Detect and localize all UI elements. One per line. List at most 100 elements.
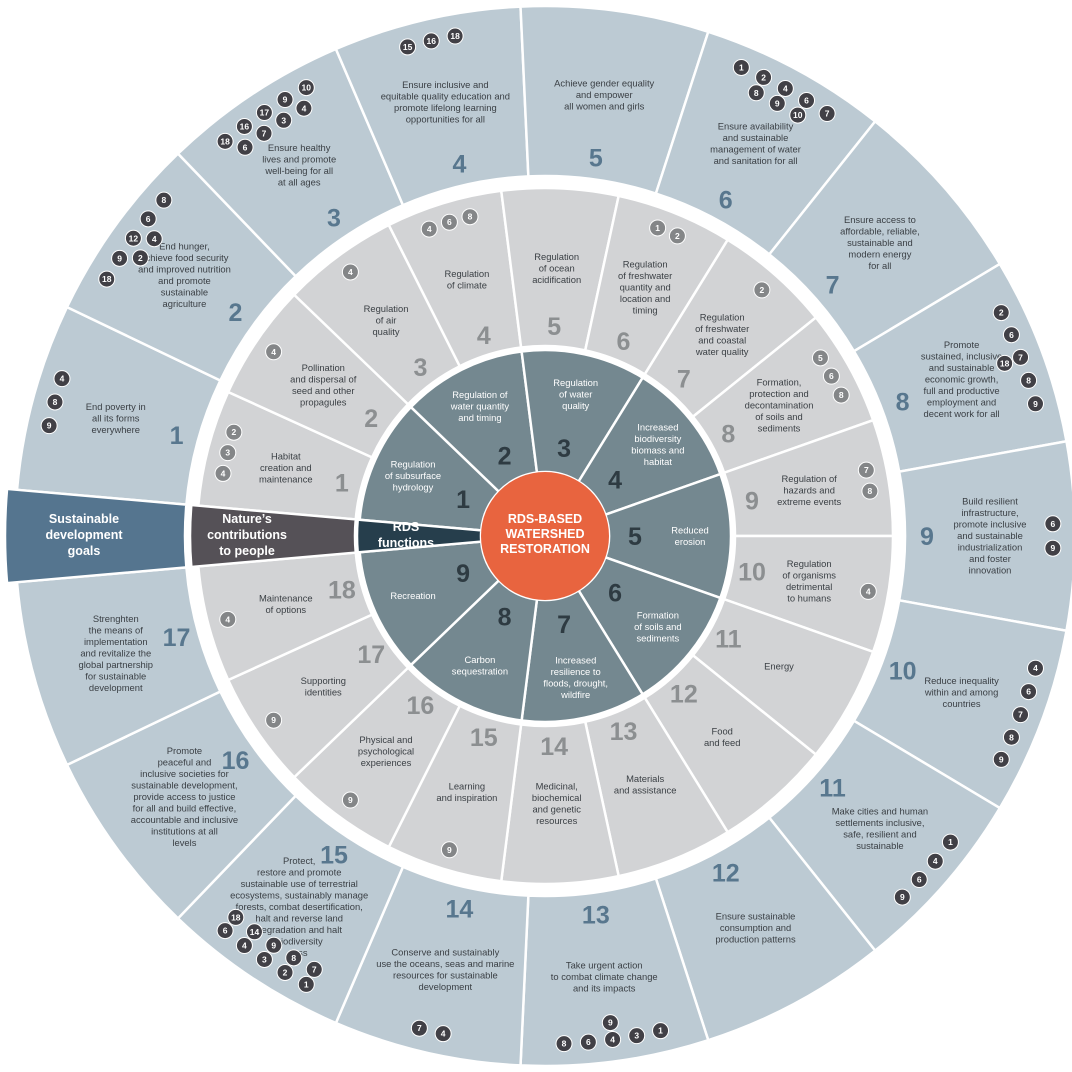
reference-badge-circle: [789, 106, 807, 124]
sdg-number: 1: [170, 422, 184, 450]
ncp-number: 12: [670, 681, 698, 709]
reference-badge-number: 8: [53, 397, 58, 407]
ncp-number: 18: [328, 576, 356, 604]
reference-badge-circle: [652, 1022, 670, 1040]
ncp-label-line: and feed: [704, 737, 741, 748]
reference-badge-circle: [1002, 326, 1020, 344]
reference-badge-number: 16: [426, 36, 436, 46]
sdg-number: 14: [446, 895, 474, 923]
ncp-number: 5: [547, 313, 561, 341]
ncp-label-line: extreme events: [777, 496, 841, 507]
reference-badge-circle: [822, 367, 840, 385]
sdg-label-line: Take urgent action: [566, 960, 643, 971]
sdg-reference-badge: 4: [1026, 659, 1044, 677]
rds-function-label-line: and timing: [458, 412, 501, 423]
sdg-reference-badge: 6: [1044, 515, 1062, 533]
reference-badge-number: 18: [102, 274, 112, 284]
sdg-number: 4: [452, 151, 466, 179]
sdg-reference-badge: 12: [124, 229, 142, 247]
sdg-reference-badge: 3: [628, 1027, 646, 1045]
sdg-reference-badge: 4: [295, 99, 313, 117]
sdg-number: 10: [889, 657, 917, 685]
sdg-number: 9: [920, 523, 934, 551]
sdg-reference-badge: 18: [98, 270, 116, 288]
sdg-reference-badge: 3: [255, 950, 273, 968]
sdg-label-line: employment and: [927, 397, 996, 408]
reference-badge-circle: [219, 444, 237, 462]
reference-badge-circle: [668, 227, 686, 245]
sdg-number: 3: [327, 205, 341, 233]
sdg-number: 16: [222, 747, 250, 775]
sdg-number: 12: [712, 860, 740, 888]
reference-badge-circle: [399, 38, 417, 56]
rds-function-label-line: of subsurface: [385, 470, 441, 481]
rds-function-label-line: Regulation: [391, 459, 436, 470]
sdg-label-line: equitable quality education and: [381, 91, 510, 102]
sdg-reference-badge: 1: [297, 975, 315, 993]
sdg-label-line: forests, combat desertification,: [236, 901, 363, 912]
ncp-label-line: and genetic: [532, 803, 581, 814]
reference-badge-circle: [434, 1025, 452, 1043]
reference-badge-number: 7: [1018, 710, 1023, 720]
reference-badge-circle: [295, 99, 313, 117]
sdg-reference-badge: 6: [910, 871, 928, 889]
reference-badge-circle: [604, 1030, 622, 1048]
reference-badge-circle: [227, 908, 245, 926]
reference-badge-number: 10: [302, 83, 312, 93]
sdg-reference-badge: 4: [235, 937, 253, 955]
reference-badge-circle: [235, 117, 253, 135]
reference-badge-number: 2: [231, 427, 236, 437]
ncp-label-line: of ocean: [539, 262, 575, 273]
reference-badge-number: 9: [271, 715, 276, 725]
rds-function-label-line: quality: [562, 400, 589, 411]
reference-badge-circle: [811, 349, 829, 367]
rds-function-number: 9: [456, 560, 470, 588]
ncp-reference-badge: 8: [861, 482, 879, 500]
ncp-label-line: resources: [536, 815, 577, 826]
sdg-number: 2: [229, 299, 243, 327]
sdg-label-line: full and productive: [924, 385, 1000, 396]
ncp-label-line: Food: [712, 725, 733, 736]
ncp-reference-badge: 4: [214, 464, 232, 482]
ncp-label-line: biochemical: [532, 792, 582, 803]
rds-function-label-line: resilience to: [551, 666, 601, 677]
sdg-reference-badge: 18: [996, 354, 1014, 372]
reference-badge-number: 7: [417, 1023, 422, 1033]
reference-badge-number: 9: [283, 95, 288, 105]
reference-badge-circle: [910, 871, 928, 889]
ncp-reference-badge: 3: [219, 444, 237, 462]
sdg-reference-badge: 7: [255, 124, 273, 142]
rds-function-number: 2: [498, 443, 512, 471]
reference-badge-number: 7: [1018, 352, 1023, 362]
sdg-reference-badge: 9: [265, 936, 283, 954]
reference-badge-number: 12: [129, 233, 139, 243]
sdg-reference-badge: 4: [434, 1025, 452, 1043]
sdg-label-line: and sanitation for all: [714, 155, 798, 166]
sdg-reference-badge: 18: [216, 132, 234, 150]
sdg-label-line: safe, resilient and: [843, 829, 916, 840]
ncp-label-line: quantity and: [620, 281, 671, 292]
ncp-number: 4: [477, 322, 491, 350]
sdg-reference-badge: 3: [275, 111, 293, 129]
reference-badge-number: 8: [839, 390, 844, 400]
reference-badge-number: 9: [1033, 399, 1038, 409]
sdg-reference-badge: 14: [245, 923, 263, 941]
sdg-reference-badge: 7: [305, 960, 323, 978]
sdg-label-line: global partnership: [78, 659, 153, 670]
reference-badge-number: 1: [948, 837, 953, 847]
ncp-label-line: experiences: [361, 757, 412, 768]
sdg-label-line: Ensure sustainable: [716, 911, 796, 922]
sdg-reference-badge: 9: [1044, 539, 1062, 557]
sdg-reference-badge: 9: [768, 94, 786, 112]
sdg-label-line: the means of: [89, 624, 144, 635]
ncp-number: 3: [413, 354, 427, 382]
sdg-reference-badge: 10: [789, 106, 807, 124]
reference-badge-circle: [265, 711, 283, 729]
